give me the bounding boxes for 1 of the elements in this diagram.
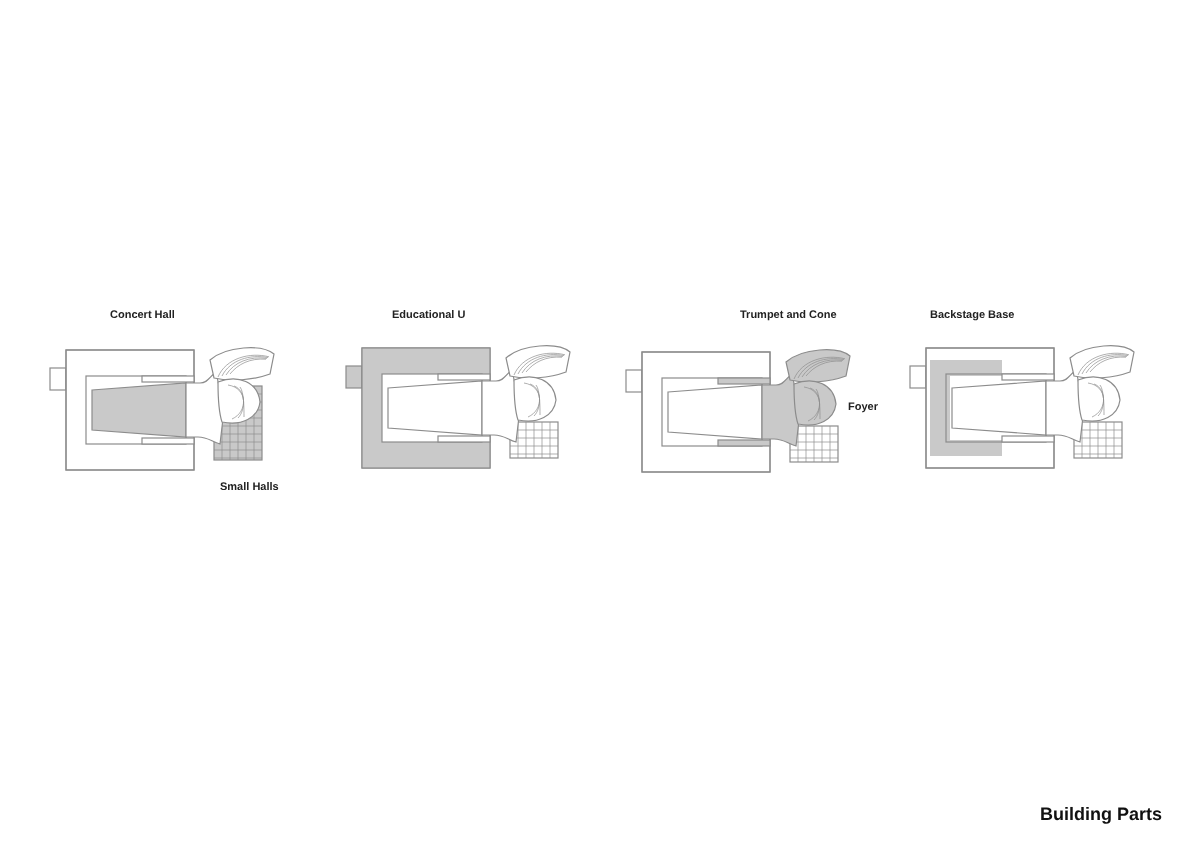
caption: Building Parts (1039, 804, 1162, 826)
